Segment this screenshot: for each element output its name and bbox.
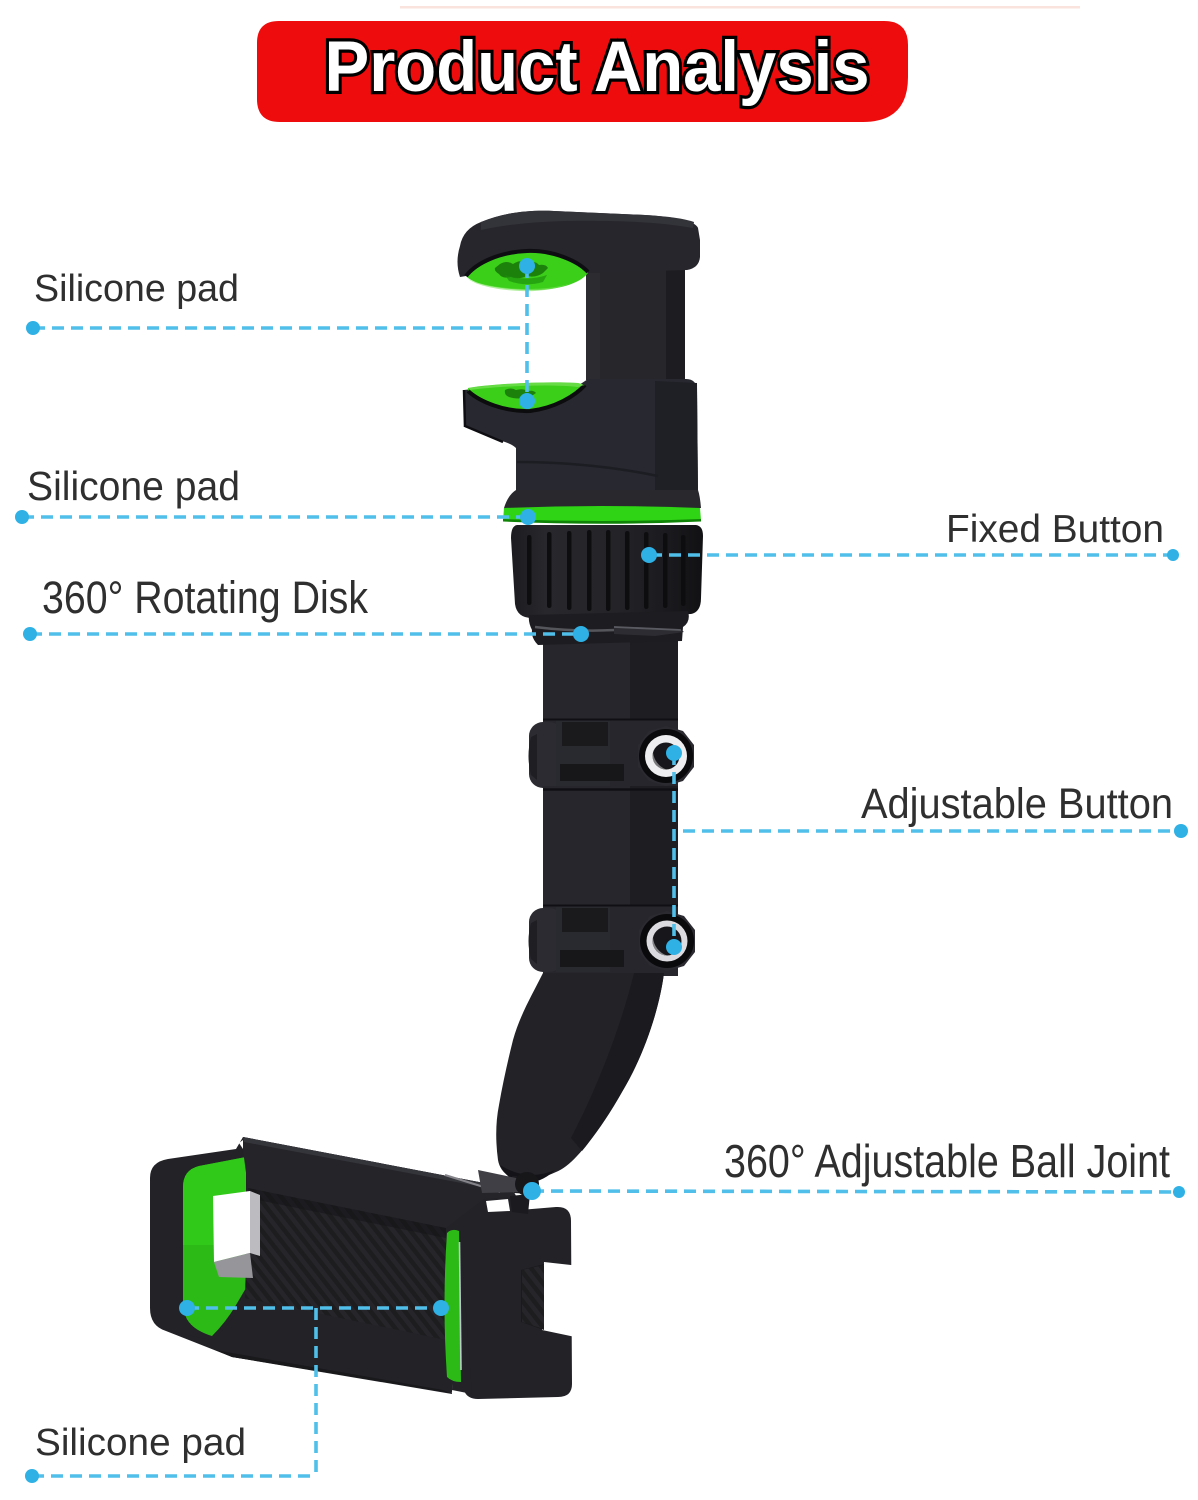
svg-text:Silicone pad: Silicone pad bbox=[35, 1422, 246, 1464]
svg-text:Silicone pad: Silicone pad bbox=[34, 268, 239, 310]
svg-text:Fixed Button: Fixed Button bbox=[946, 508, 1164, 551]
svg-text:Silicone pad: Silicone pad bbox=[27, 463, 240, 509]
svg-text:360° Rotating Disk: 360° Rotating Disk bbox=[42, 572, 368, 623]
svg-text:Adjustable Button: Adjustable Button bbox=[861, 780, 1173, 828]
svg-text:Product Analysis: Product Analysis bbox=[325, 28, 870, 107]
svg-text:360° Adjustable Ball Joint: 360° Adjustable Ball Joint bbox=[724, 1135, 1170, 1187]
